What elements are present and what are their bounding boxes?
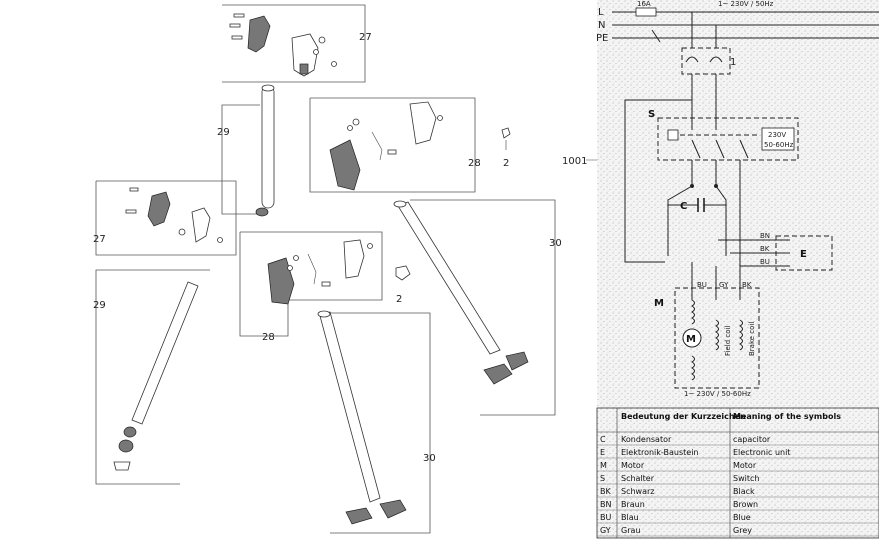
electronic-module-box [761,127,795,151]
tube-29-top [221,84,275,217]
callout-2-top: 2 [503,158,509,169]
callout-27-left: 27 [93,234,106,245]
legend-header-de: Bedeutung der Kurzzeichen [621,412,746,421]
callout-27-top: 27 [359,32,372,43]
motor-supply-label: 1~ 230V / 50-60Hz [684,390,751,398]
legend-code-cell: S [600,474,605,483]
capacitor-label: C [680,201,687,212]
legend-de-cell: Elektronik-Baustein [621,448,698,457]
callout-2-middle: 2 [396,294,402,305]
legend-en-cell: Black [733,487,755,496]
wire-bu-label: BU [760,258,770,266]
legend-en-cell: Grey [733,526,752,535]
legend-header-en: Meaning of the symbols [733,412,841,421]
legend-de-cell: Schwarz [621,487,654,496]
part-2-middle [395,265,411,281]
line-N-label: N [598,20,605,31]
supply-top-label: 1~ 230V / 50Hz [718,0,774,8]
switch-actuator-icon [667,129,679,141]
legend-de-cell: Blau [621,513,639,522]
motor-icon [682,328,702,348]
legend-en-cell: Brown [733,500,758,509]
legend-en-cell: Switch [733,474,759,483]
assembly-28-top [309,97,476,193]
tube-30-bottom [317,310,431,534]
callout-1001: 1001 [562,156,587,167]
legend-en-cell: Motor [733,461,757,470]
assembly-27-left [95,180,237,256]
wiring-schematic: L N PE 16A 1~ 230V / 50Hz 1 S 230V 50-60… [596,0,879,408]
assembly-28-middle [239,231,383,337]
legend-de-cell: Kondensator [621,435,672,444]
legend-code-cell: GY [600,526,611,535]
electronic-unit-label: E [800,249,807,260]
switch-label: S [648,109,655,120]
callout-29-top: 29 [217,127,230,138]
fuse-icon [635,7,657,17]
legend-code-cell: E [600,448,605,457]
field-coil-label: Field coil [724,326,732,356]
callout-28-middle: 28 [262,332,275,343]
legend-code-cell: BN [600,500,611,509]
legend-code-cell: BU [600,513,611,522]
fuse-label: 16A [637,0,651,8]
electronic-box-line2: 50-60Hz [764,141,794,149]
callout-28-top: 28 [468,158,481,169]
wire-bk-label: BK [760,245,770,253]
tube-30-right [393,199,556,416]
symbol-legend-table: Bedeutung der Kurzzeichen Meaning of the… [596,407,879,539]
exploded-parts-view: 27 29 28 2 27 30 29 2 28 30 1001 [93,4,625,534]
electronic-box-line1: 230V [768,131,786,139]
plug-contact-icon [685,56,699,63]
callout-30-bottom: 30 [423,453,436,464]
line-L-label: L [598,7,604,18]
motor-label: M [654,298,664,309]
legend-de-cell: Braun [621,500,645,509]
assembly-27-top [222,4,366,83]
motor-wire-bu: BU [697,281,707,289]
brake-coil-label: Brake coil [748,322,756,356]
motor-wire-bk: BK [742,281,752,289]
legend-code-cell: C [600,435,606,444]
line-PE-label: PE [596,33,608,44]
legend-code-cell: M [600,461,607,470]
part-2-top [501,127,511,150]
legend-en-cell: capacitor [733,435,771,444]
legend-code-cell: BK [600,487,611,496]
wire-bn-label: BN [760,232,770,240]
legend-de-cell: Schalter [621,474,655,483]
callout-29-left: 29 [93,300,106,311]
legend-de-cell: Motor [621,461,645,470]
brake-coil-icon [739,319,743,351]
legend-en-cell: Blue [733,513,751,522]
plug-label: 1 [730,57,736,68]
legend-en-cell: Electronic unit [733,448,790,457]
field-coil-icon [715,319,719,351]
legend-de-cell: Grau [621,526,640,535]
motor-symbol: M [686,334,696,345]
tube-29-left [95,269,210,485]
motor-wire-gy: GY [719,281,729,289]
callout-30-right: 30 [549,238,562,249]
